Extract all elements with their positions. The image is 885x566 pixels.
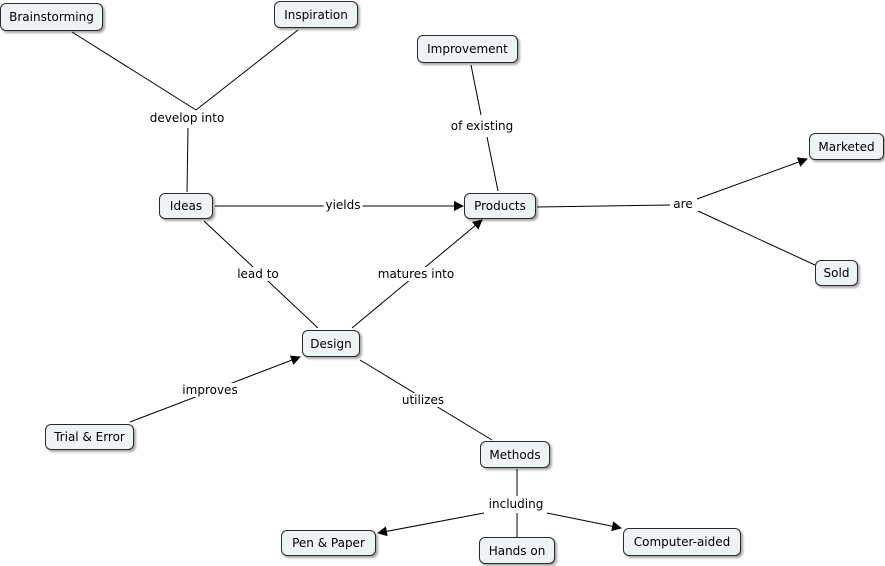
edge-brainstorming-develop xyxy=(71,31,197,111)
concept-hands-on[interactable]: Hands on xyxy=(479,537,555,564)
edge-including-pen xyxy=(377,512,485,537)
link-label-of-existing: of existing xyxy=(448,119,516,133)
edge-inspiration-develop xyxy=(195,29,299,111)
concept-ideas[interactable]: Ideas xyxy=(159,193,213,219)
edge-develop-ideas xyxy=(186,127,189,193)
link-label-improves: improves xyxy=(180,383,240,397)
concept-pen-paper[interactable]: Pen & Paper xyxy=(281,530,376,556)
edge-are-sold xyxy=(697,210,816,266)
link-label-matures-into: matures into xyxy=(375,267,457,281)
edge-existing-products xyxy=(486,136,499,192)
concept-sold[interactable]: Sold xyxy=(815,260,858,286)
link-label-yields: yields xyxy=(323,198,363,212)
link-label-utilizes: utilizes xyxy=(399,393,447,407)
link-label-develop-into: develop into xyxy=(147,111,227,125)
concept-computer-aided[interactable]: Computer-aided xyxy=(623,528,741,556)
concept-products[interactable]: Products xyxy=(464,193,536,219)
link-label-including: including xyxy=(486,497,546,511)
edge-are-marketed xyxy=(696,157,808,200)
edge-including-computer xyxy=(546,512,622,532)
concept-brainstorming[interactable]: Brainstorming xyxy=(0,3,103,31)
edge-improvement-existing xyxy=(470,64,482,116)
concept-improvement[interactable]: Improvement xyxy=(417,35,518,63)
link-label-are: are xyxy=(671,197,695,211)
concept-methods[interactable]: Methods xyxy=(480,441,550,468)
concept-marketed[interactable]: Marketed xyxy=(809,133,884,160)
edge-products-are xyxy=(536,204,671,208)
link-label-lead-to: lead to xyxy=(235,267,281,281)
concept-inspiration[interactable]: Inspiration xyxy=(274,1,358,28)
concept-design[interactable]: Design xyxy=(302,330,360,357)
concept-trial-error[interactable]: Trial & Error xyxy=(45,424,134,450)
